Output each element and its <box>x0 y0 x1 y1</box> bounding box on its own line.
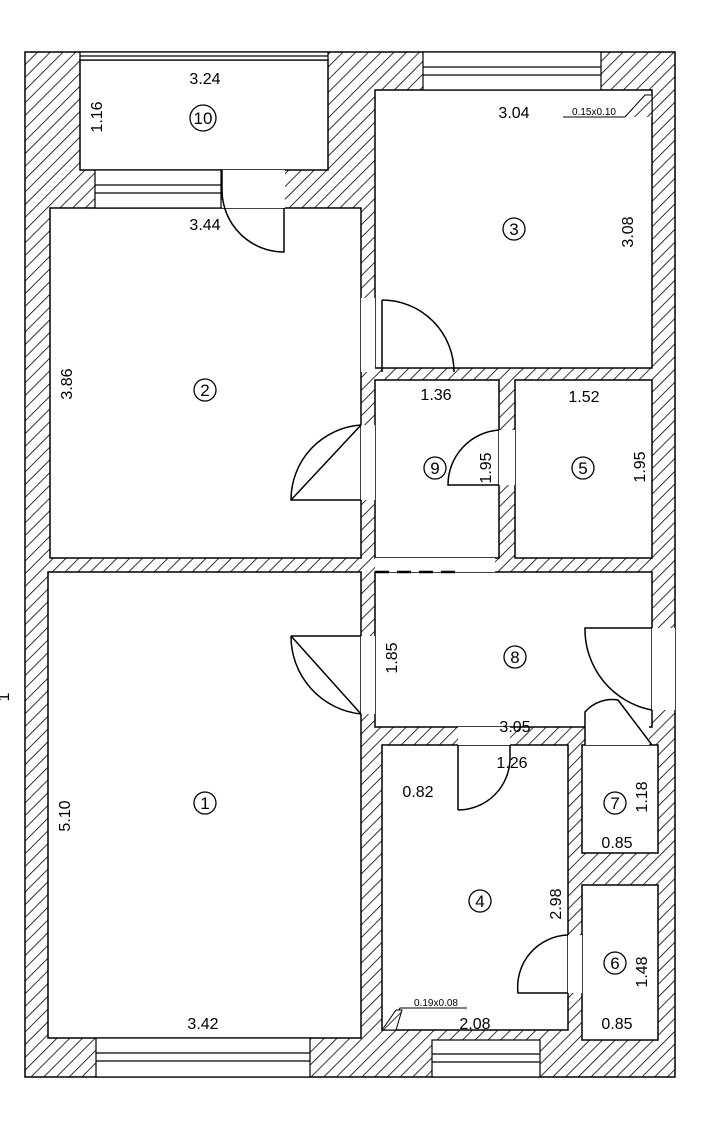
room-7-number: 7 <box>610 794 619 813</box>
room-7-width: 0.85 <box>601 835 632 852</box>
room-8-width: 3.05 <box>499 719 530 736</box>
duct-room3-label: 0.15x0.10 <box>572 107 616 118</box>
room-10-number: 10 <box>194 109 213 128</box>
duct-room4-shape <box>381 1009 403 1031</box>
room-9-circle <box>423 456 447 480</box>
room-7-height: 1.18 <box>634 781 651 812</box>
room-4-circle <box>468 889 492 913</box>
room-8-door-width: 1.26 <box>496 755 527 772</box>
room-2-number: 2 <box>200 381 209 400</box>
room-7-circle <box>603 791 627 815</box>
room-1-width: 3.42 <box>187 1016 218 1033</box>
room-10-depth: 1.16 <box>89 101 106 132</box>
room-8-depth: 1.85 <box>384 642 401 673</box>
room-2-width: 3.44 <box>189 217 220 234</box>
room-6-number: 6 <box>610 954 619 973</box>
room-1-height: 5.10 <box>57 800 74 831</box>
room-4-width: 2.08 <box>459 1016 490 1033</box>
room-8-circle <box>503 645 527 669</box>
room-6-height: 1.48 <box>634 956 651 987</box>
room-10-width: 3.24 <box>189 71 220 88</box>
walls <box>24 51 676 1078</box>
room-9-number: 9 <box>430 459 439 478</box>
room-4-niche: 0.82 <box>402 784 433 801</box>
duct-room3 <box>624 94 653 118</box>
room-1-circle <box>193 791 217 815</box>
door-openings <box>222 170 675 993</box>
room-4-height: 2.98 <box>548 888 565 919</box>
room-6-circle <box>603 951 627 975</box>
door-swings <box>221 170 653 994</box>
room-2-height: 3.86 <box>59 368 76 399</box>
room-3-width: 3.04 <box>498 105 529 122</box>
room-9-height: 1.95 <box>478 452 495 483</box>
room-6-width: 0.85 <box>601 1016 632 1033</box>
room-3-circle <box>502 217 526 241</box>
room-2-circle <box>193 378 217 402</box>
room-8-number: 8 <box>510 648 519 667</box>
room-numbers <box>189 104 627 975</box>
sheet-label: 1 <box>0 692 13 701</box>
room-5-number: 5 <box>578 459 587 478</box>
room-3-height: 3.08 <box>620 216 637 247</box>
room-5-circle <box>571 456 595 480</box>
room-10-circle <box>189 104 217 132</box>
room-4-number: 4 <box>475 892 484 911</box>
room-5-width: 1.52 <box>568 389 599 406</box>
windows <box>79 51 602 1078</box>
duct-room4-label: 0.19x0.08 <box>414 998 458 1009</box>
room-5-height: 1.95 <box>632 451 649 482</box>
room-9-width: 1.36 <box>420 387 451 404</box>
room-1-number: 1 <box>200 794 209 813</box>
room-3-number: 3 <box>509 220 518 239</box>
